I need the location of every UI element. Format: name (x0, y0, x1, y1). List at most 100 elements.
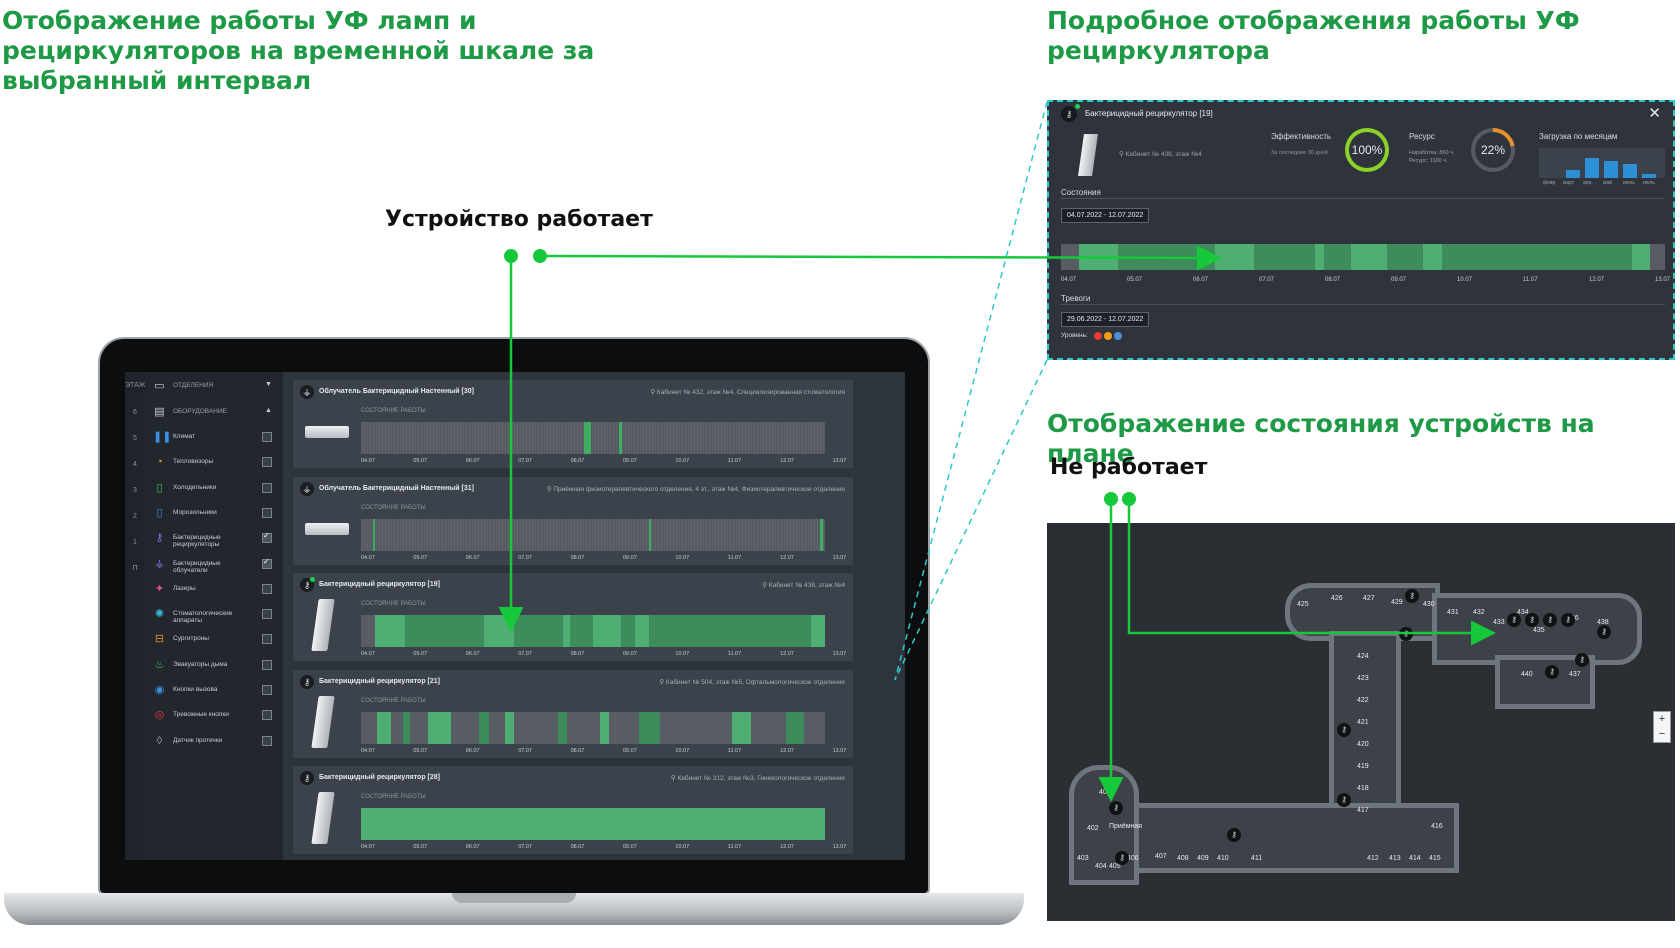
room-label[interactable]: 421 (1357, 719, 1369, 726)
sidebar-item-checkbox[interactable] (262, 685, 272, 695)
status-segment[interactable] (569, 615, 593, 647)
irradiator-icon[interactable]: ⚷ (1109, 801, 1123, 815)
status-segment[interactable] (514, 615, 563, 647)
recirculator-icon[interactable]: ⚷ (1525, 613, 1539, 627)
status-segment[interactable] (648, 518, 651, 551)
status-segment[interactable] (583, 422, 591, 454)
recirculator-icon[interactable]: ⚷ (1405, 589, 1419, 603)
recirculator-icon[interactable]: ⚷ (1543, 613, 1557, 627)
status-segment[interactable] (648, 615, 812, 647)
departments-toggle[interactable]: ▭ ОТДЕЛЕНИЯ ▼ (145, 378, 283, 398)
level-medium-indicator[interactable] (1104, 332, 1112, 340)
recirculator-icon[interactable]: ⚷ (1399, 627, 1413, 641)
status-segment[interactable] (599, 711, 610, 744)
sidebar-item-checkbox[interactable] (262, 710, 272, 721)
device-title[interactable]: Бактерицидный рециркулятор [28] (319, 774, 440, 781)
sidebar-item-checkbox[interactable] (262, 482, 272, 493)
sidebar-item[interactable]: ♨Эвакуаторы дыма (145, 657, 283, 677)
sidebar-item[interactable]: ⚷Бактерицидные рециркуляторы (145, 530, 283, 550)
sidebar-item[interactable]: ⊟Сургитроны (145, 631, 283, 651)
room-label[interactable]: 416 (1431, 823, 1443, 830)
room-label[interactable]: 410 (1217, 855, 1229, 862)
close-icon[interactable]: ✕ (1648, 105, 1661, 122)
status-segment[interactable] (1215, 244, 1255, 270)
status-segment[interactable] (428, 711, 452, 744)
sidebar-item[interactable]: ◎Тревожные кнопки (145, 707, 283, 727)
room-label[interactable]: 405 (1109, 863, 1121, 870)
sidebar-item-checkbox[interactable] (262, 609, 272, 620)
sidebar-item[interactable]: ▯Холодильники (145, 480, 283, 500)
room-label[interactable]: 438 (1597, 619, 1609, 626)
room-label[interactable]: 403 (1077, 855, 1089, 862)
room-label[interactable]: 411 (1251, 855, 1263, 862)
room-label[interactable]: 431 (1447, 609, 1459, 616)
floor-1[interactable]: 1 (133, 539, 137, 546)
floor-basement[interactable]: П (132, 565, 138, 572)
status-segment[interactable] (1423, 244, 1442, 270)
room-label[interactable]: 402 (1087, 825, 1099, 832)
status-segment[interactable] (1350, 244, 1388, 270)
status-segment[interactable] (1387, 244, 1424, 270)
recirculator-icon[interactable]: ⚷ (1337, 793, 1351, 807)
room-label[interactable]: 435 (1533, 627, 1545, 634)
recirculator-icon[interactable]: ⚷ (1227, 828, 1241, 842)
room-label[interactable]: 401 (1099, 789, 1111, 796)
recirculator-icon[interactable]: ⚷ (1561, 613, 1575, 627)
status-segment[interactable] (1631, 244, 1650, 270)
room-label[interactable]: 425 (1297, 601, 1309, 608)
device-title[interactable]: Бактерицидный рециркулятор [21] (319, 677, 440, 685)
sidebar-item-checkbox[interactable] (262, 634, 272, 645)
status-segment[interactable] (372, 518, 375, 551)
sidebar-item-checkbox[interactable] (262, 531, 272, 544)
zoom-out-button[interactable]: − (1658, 728, 1666, 740)
recirculator-icon[interactable]: ⚷ (1545, 665, 1559, 679)
status-segment[interactable] (785, 711, 805, 744)
room-label[interactable]: 412 (1367, 855, 1379, 862)
floor-5[interactable]: 5 (133, 435, 137, 442)
status-segment[interactable] (593, 615, 621, 647)
device-card[interactable]: ⚶Облучатель Бактерицидный Настенный [30]… (293, 380, 853, 468)
room-label[interactable]: 420 (1357, 741, 1369, 748)
room-label[interactable]: 404 (1095, 863, 1107, 870)
sidebar-item[interactable]: ✦Лазеры (145, 581, 283, 601)
device-title[interactable]: Бактерицидный рециркулятор [19] (319, 581, 440, 588)
recirculator-icon[interactable]: ⚷ (1507, 613, 1521, 627)
status-segment[interactable] (504, 711, 515, 744)
status-segment[interactable] (1441, 244, 1632, 270)
sidebar-item[interactable]: ⚶Бактерицидные облучатели (145, 556, 283, 576)
status-segment[interactable] (558, 711, 568, 744)
status-segment[interactable] (1254, 244, 1315, 270)
status-segment[interactable] (634, 615, 649, 647)
room-label[interactable]: 429 (1391, 599, 1403, 606)
status-segment[interactable] (820, 518, 823, 551)
floor-4[interactable]: 4 (133, 461, 137, 468)
status-segment[interactable] (479, 711, 489, 744)
device-card[interactable]: ⚷Бактерицидный рециркулятор [19]⚲ Кабине… (293, 573, 853, 661)
floor-2[interactable]: 2 (133, 513, 137, 520)
states-date-range[interactable]: 04.07.2022 - 12.07.2022 (1061, 208, 1150, 223)
device-card[interactable]: ⚶Облучатель Бактерицидный Настенный [31]… (293, 476, 853, 565)
zoom-in-button[interactable]: + (1658, 713, 1666, 725)
device-card[interactable]: ⚷Бактерицидный рециркулятор [21]⚲ Кабине… (293, 669, 853, 758)
device-card[interactable]: ⚷Бактерицидный рециркулятор [28]⚲ Кабине… (293, 766, 853, 854)
status-segment[interactable] (618, 422, 622, 454)
status-segment[interactable] (811, 615, 825, 647)
status-segment[interactable] (1118, 244, 1215, 270)
sidebar-item-checkbox[interactable] (262, 432, 272, 442)
sidebar-item[interactable]: ❚❚Климат (145, 429, 283, 449)
room-label[interactable]: 437 (1569, 671, 1581, 678)
sidebar-item-checkbox[interactable] (262, 507, 272, 518)
sidebar-item-checkbox[interactable] (262, 659, 272, 670)
status-segment[interactable] (374, 615, 406, 647)
room-label[interactable]: 440 (1521, 671, 1533, 678)
recirculator-icon[interactable]: ⚷ (1337, 723, 1351, 737)
room-label[interactable]: 407 (1155, 853, 1167, 860)
room-label[interactable]: 406 (1127, 855, 1139, 862)
room-label[interactable]: 434 (1517, 609, 1529, 616)
status-segment[interactable] (1314, 244, 1324, 270)
room-label[interactable]: 419 (1357, 763, 1369, 770)
status-segment[interactable] (639, 711, 661, 744)
room-label[interactable]: 418 (1357, 785, 1369, 792)
irradiator-icon[interactable]: ⚷ (1115, 851, 1129, 865)
device-title[interactable]: Облучатель Бактерицидный Настенный [30] (319, 388, 474, 395)
